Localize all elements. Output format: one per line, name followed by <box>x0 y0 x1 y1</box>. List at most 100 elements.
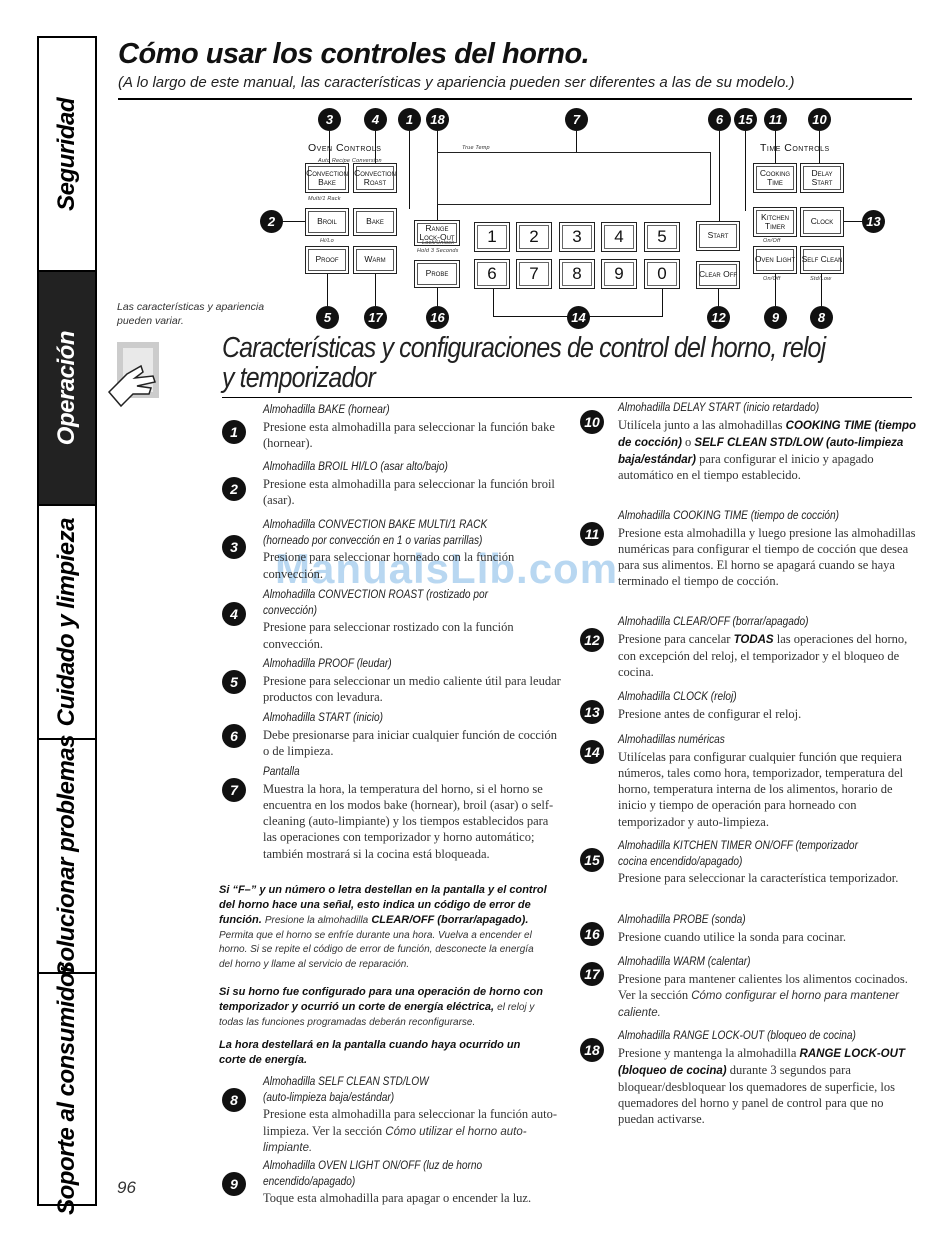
on-off-label-2: On/Off <box>763 276 781 282</box>
callout-9: 9 <box>764 306 787 329</box>
item-badge-6: 6 <box>222 724 246 748</box>
self-clean-pad[interactable]: Self Clean <box>800 246 844 274</box>
item-clear-off: Almohadilla CLEAR/OFF (borrar/apagado) P… <box>618 616 908 679</box>
item-warm: Almohadilla WARM (calentar) Presione par… <box>618 956 908 1019</box>
item-cooking-time: Almohadilla COOKING TIME (tiempo de cocc… <box>618 510 916 589</box>
item-badge-11: 11 <box>580 522 604 546</box>
oven-controls-label: Oven Controls <box>308 142 382 154</box>
time-controls-label: Time Controls <box>760 142 830 154</box>
tab-operacion[interactable]: Operación <box>39 272 95 506</box>
number-pad-8[interactable]: 8 <box>559 259 595 289</box>
item-probe: Almohadilla PROBE (sonda) Presione cuand… <box>618 914 847 944</box>
item-badge-10: 10 <box>580 410 604 434</box>
true-temp-label: True Temp <box>462 145 490 151</box>
item-badge-17: 17 <box>580 962 604 986</box>
section-rule <box>222 397 912 398</box>
item-convection-roast: Almohadilla CONVECTION ROAST (rostizado … <box>263 589 514 651</box>
display-screen <box>437 152 711 205</box>
oven-light-pad[interactable]: Oven Light <box>753 246 797 274</box>
page-title: Cómo usar los controles del horno. <box>118 38 590 70</box>
broil-pad[interactable]: Broil <box>305 208 349 236</box>
item-display: Pantalla Muestra la hora, la temperatura… <box>263 766 554 861</box>
convection-bake-pad[interactable]: Convection Bake <box>305 163 349 193</box>
item-badge-9: 9 <box>222 1172 246 1196</box>
item-badge-4: 4 <box>222 602 246 626</box>
callout-17: 17 <box>364 306 387 329</box>
side-tabs: Seguridad Operación Cuidado y limpieza S… <box>37 36 97 1214</box>
callout-2: 2 <box>260 210 283 233</box>
page-subtitle: (A lo largo de este manual, las caracter… <box>118 74 795 91</box>
callout-13: 13 <box>862 210 885 233</box>
number-pad-5[interactable]: 5 <box>644 222 680 252</box>
tab-cuidado[interactable]: Cuidado y limpieza <box>39 506 95 740</box>
probe-pad[interactable]: Probe <box>414 260 460 288</box>
range-lockout-pad[interactable]: Range Lock-Out <box>414 220 460 246</box>
callout-18: 18 <box>426 108 449 131</box>
note-error-code: Si “F–” y un número o letra destellan en… <box>219 884 547 971</box>
callout-12: 12 <box>707 306 730 329</box>
number-pad-3[interactable]: 3 <box>559 222 595 252</box>
tab-seguridad[interactable]: Seguridad <box>39 38 95 272</box>
watermark: ManualsLib.com <box>275 545 619 592</box>
delay-start-pad[interactable]: Delay Start <box>800 163 844 193</box>
clock-pad[interactable]: Clock <box>800 207 844 237</box>
clear-off-pad[interactable]: Clear Off <box>696 261 740 289</box>
on-off-label-1: On/Off <box>763 238 781 244</box>
number-pad-7[interactable]: 7 <box>516 259 552 289</box>
kitchen-timer-pad[interactable]: Kitchen Timer <box>753 207 797 237</box>
item-start: Almohadilla START (inicio) Debe presiona… <box>263 712 557 758</box>
multi-rack-label: Multi/1 Rack <box>308 196 341 202</box>
item-delay-start: Almohadilla DELAY START (inicio retardad… <box>618 402 917 483</box>
warm-pad[interactable]: Warm <box>353 246 397 274</box>
top-rule <box>118 98 912 100</box>
item-clock: Almohadilla CLOCK (reloj) Presione antes… <box>618 691 802 721</box>
number-pad-1[interactable]: 1 <box>474 222 510 252</box>
cooking-time-pad[interactable]: Cooking Time <box>753 163 797 193</box>
item-badge-5: 5 <box>222 670 246 694</box>
callout-11: 11 <box>764 108 787 131</box>
callout-16: 16 <box>426 306 449 329</box>
note-power-outage: Si su horno fue configurado para una ope… <box>219 986 543 1028</box>
item-kitchen-timer: Almohadilla KITCHEN TIMER ON/OFF (tempor… <box>618 840 899 886</box>
item-badge-16: 16 <box>580 922 604 946</box>
item-badge-1: 1 <box>222 420 246 444</box>
tab-soporte[interactable]: Soporte al consumidor <box>39 964 95 1214</box>
page-number: 96 <box>117 1178 136 1197</box>
tab-solucionar[interactable]: Solucionar problemas <box>39 735 95 977</box>
item-badge-3: 3 <box>222 535 246 559</box>
callout-10: 10 <box>808 108 831 131</box>
item-badge-2: 2 <box>222 477 246 501</box>
item-proof: Almohadilla PROOF (leudar) Presione para… <box>263 658 561 704</box>
number-pad-9[interactable]: 9 <box>601 259 637 289</box>
start-pad[interactable]: Start <box>696 221 740 251</box>
callout-3: 3 <box>318 108 341 131</box>
callout-6: 6 <box>708 108 731 131</box>
lock-unlock-label: Lock/Unlock <box>422 240 455 246</box>
number-pad-2[interactable]: 2 <box>516 222 552 252</box>
hold-3-seconds-label: Hold 3 Seconds <box>417 248 459 254</box>
item-number-pads: Almohadillas numéricas Utilícelas para c… <box>618 734 904 829</box>
convection-roast-pad[interactable]: Convection Roast <box>353 163 397 193</box>
number-pad-6[interactable]: 6 <box>474 259 510 289</box>
callout-1: 1 <box>398 108 421 131</box>
number-pad-4[interactable]: 4 <box>601 222 637 252</box>
panel-note: Las características y apariencia pueden … <box>117 301 265 328</box>
item-badge-14: 14 <box>580 740 604 764</box>
proof-pad[interactable]: Proof <box>305 246 349 274</box>
number-pad-0[interactable]: 0 <box>644 259 680 289</box>
callout-8: 8 <box>810 306 833 329</box>
item-range-lockout: Almohadilla RANGE LOCK-OUT (bloqueo de c… <box>618 1030 905 1126</box>
item-bake: Almohadilla BAKE (hornear) Presione esta… <box>263 404 555 450</box>
item-badge-12: 12 <box>580 628 604 652</box>
item-badge-18: 18 <box>580 1038 604 1062</box>
callout-14: 14 <box>567 306 590 329</box>
section-title: Características y configuraciones de con… <box>222 332 826 395</box>
callout-15: 15 <box>734 108 757 131</box>
note-time-flash: La hora destellará en la pantalla cuando… <box>219 1039 521 1066</box>
callout-5: 5 <box>316 306 339 329</box>
item-self-clean: Almohadilla SELF CLEAN STD/LOW (auto-lim… <box>263 1076 557 1155</box>
item-oven-light: Almohadilla OVEN LIGHT ON/OFF (luz de ho… <box>263 1160 532 1206</box>
item-badge-13: 13 <box>580 700 604 724</box>
bake-pad[interactable]: Bake <box>353 208 397 236</box>
auto-recipe-label: Auto Recipe Conversion <box>318 158 382 164</box>
